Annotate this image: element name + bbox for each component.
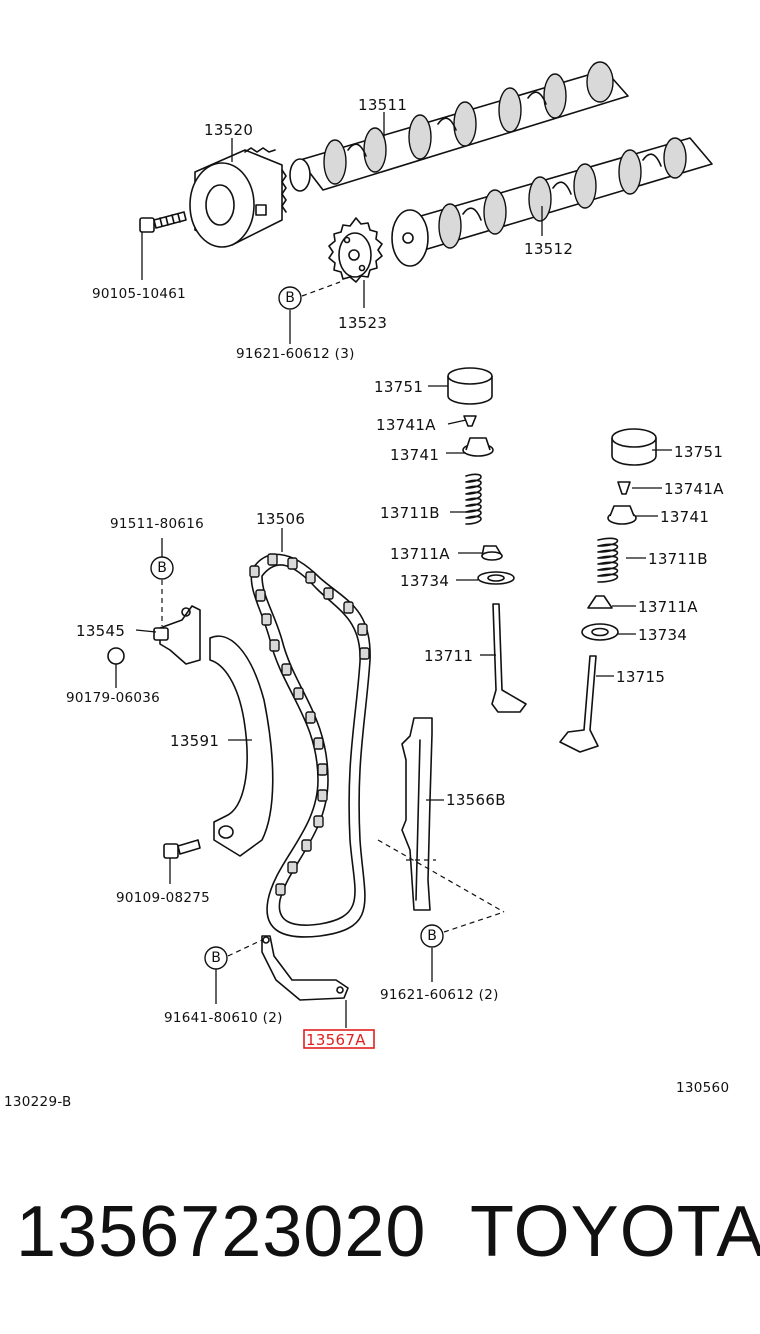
label-13520: 13520 <box>204 121 253 139</box>
leader-lines <box>115 112 672 1028</box>
camshaft-13511 <box>289 61 629 192</box>
label-13523: 13523 <box>338 314 387 332</box>
label-13711B-right: 13711B <box>648 550 708 568</box>
label-13591: 13591 <box>170 732 219 750</box>
chain-guide-13566B <box>401 717 433 911</box>
label-13711A-left: 13711A <box>390 545 450 563</box>
label-13711B-left: 13711B <box>380 504 440 522</box>
label-13741A-right: 13741A <box>664 480 724 498</box>
label-90105-10461: 90105-10461 <box>92 286 186 302</box>
badge-b-guide: B <box>420 924 444 948</box>
label-13741-right: 13741 <box>660 508 709 526</box>
label-13734-left: 13734 <box>400 572 449 590</box>
label-13567A: 13567A <box>306 1031 366 1049</box>
label-91621-60612-3: 91621-60612 (3) <box>236 346 355 362</box>
label-13751-right: 13751 <box>674 443 723 461</box>
label-13741-left: 13741 <box>390 446 439 464</box>
label-13734-right: 13734 <box>638 626 687 644</box>
camshaft-13512 <box>391 137 713 267</box>
svg-text:B: B <box>427 928 437 944</box>
label-13545: 13545 <box>76 622 125 640</box>
label-13751-left: 13751 <box>374 378 423 396</box>
badge-b-sprocket: B <box>278 286 302 310</box>
label-13741A-left: 13741A <box>376 416 436 434</box>
chain-damper-13567A <box>261 935 349 1001</box>
label-13711A-right: 13711A <box>638 598 698 616</box>
highlight-box <box>303 1029 375 1049</box>
valve-train-right <box>559 428 657 753</box>
svg-text:B: B <box>157 560 167 576</box>
footer-part-number: 1356723020 <box>16 1192 426 1272</box>
label-13715: 13715 <box>616 668 665 686</box>
label-90109-08275: 90109-08275 <box>116 890 210 906</box>
tensioner-13545 <box>107 605 201 665</box>
svg-text:B: B <box>211 950 221 966</box>
label-13511: 13511 <box>358 96 407 114</box>
badge-b-tensioner: B <box>150 556 174 580</box>
label-90179-06036: 90179-06036 <box>66 690 160 706</box>
label-13512: 13512 <box>524 240 573 258</box>
timing-chain-13506 <box>249 553 371 938</box>
code-left: 130229-B <box>4 1094 72 1110</box>
footer-brand: TOYOTA <box>470 1192 760 1272</box>
svg-text:B: B <box>285 290 295 306</box>
valve-train-left <box>447 367 527 713</box>
label-13711: 13711 <box>424 647 473 665</box>
label-91511-80616: 91511-80616 <box>110 516 204 532</box>
chain-guide-13591 <box>209 635 274 857</box>
bolt-90105 <box>139 211 187 233</box>
label-91641-80610-2: 91641-80610 (2) <box>164 1010 283 1026</box>
sprocket-13523 <box>328 217 383 283</box>
vvt-gear-13520 <box>189 147 287 248</box>
label-13506: 13506 <box>256 510 305 528</box>
label-13566B: 13566B <box>446 791 506 809</box>
badge-b-damper: B <box>204 946 228 970</box>
code-right: 130560 <box>676 1080 729 1096</box>
label-91621-60612-2: 91621-60612 (2) <box>380 987 499 1003</box>
bolt-90109 <box>163 839 201 859</box>
